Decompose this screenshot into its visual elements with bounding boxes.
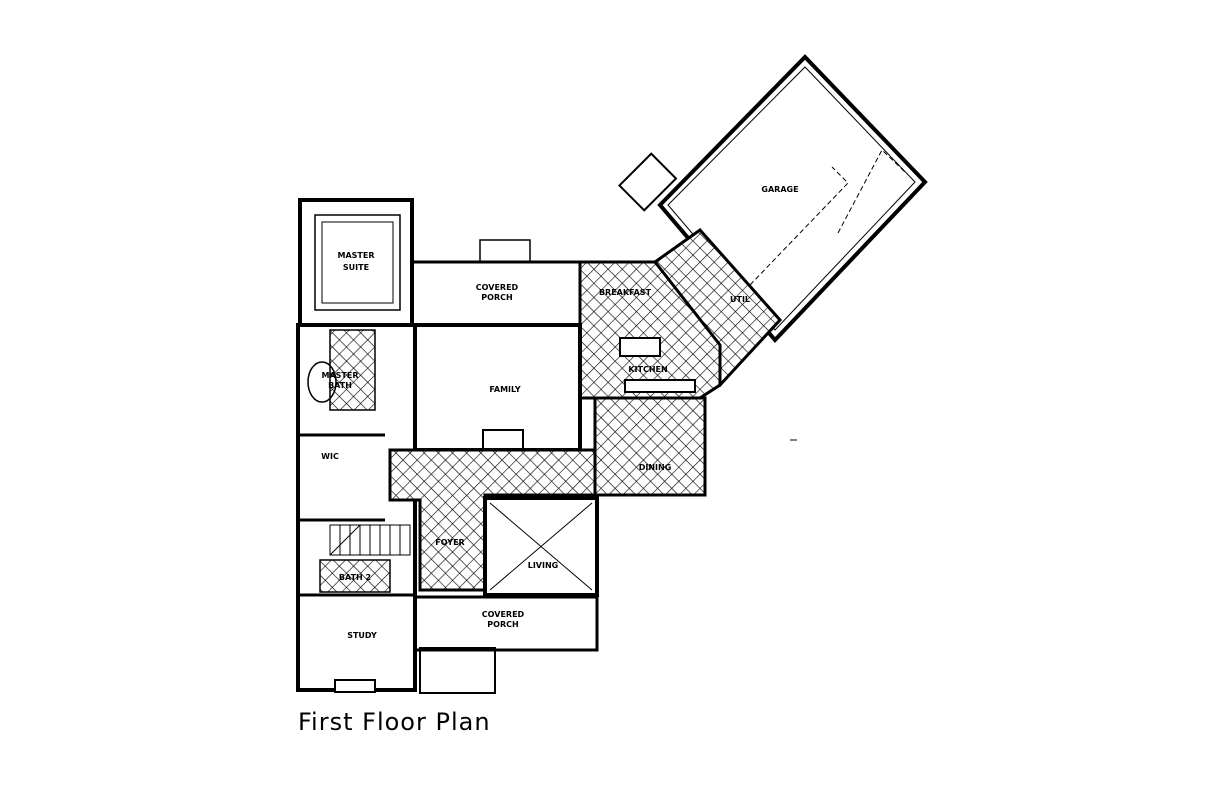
label-master-suite-2: SUITE bbox=[343, 263, 369, 272]
stairs bbox=[329, 524, 411, 556]
covered-porch-front bbox=[413, 595, 599, 652]
label-porch-rear-2: PORCH bbox=[481, 293, 512, 302]
room-labels: MASTER SUITE COVERED PORCH FAMILY BREAKF… bbox=[321, 185, 798, 640]
label-family: FAMILY bbox=[489, 385, 521, 394]
gallery-hall bbox=[388, 448, 597, 592]
label-master-bath-2: BATH bbox=[328, 381, 352, 390]
label-porch-front-2: PORCH bbox=[487, 620, 518, 629]
label-garage: GARAGE bbox=[761, 185, 798, 194]
master-bath bbox=[329, 329, 376, 411]
label-master-bath-1: MASTER bbox=[322, 371, 359, 380]
label-wic: WIC bbox=[321, 452, 339, 461]
bath-2 bbox=[319, 559, 391, 593]
label-utility: UTIL bbox=[730, 295, 750, 304]
plan-title: First Floor Plan bbox=[298, 708, 491, 736]
label-kitchen: KITCHEN bbox=[628, 365, 667, 374]
label-porch-rear-1: COVERED bbox=[476, 283, 519, 292]
label-foyer: FOYER bbox=[435, 538, 464, 547]
label-study: STUDY bbox=[347, 631, 377, 640]
porch-steps bbox=[479, 239, 531, 263]
label-breakfast: BREAKFAST bbox=[599, 288, 652, 297]
label-bath-2: BATH 2 bbox=[339, 573, 371, 582]
front-door bbox=[334, 679, 376, 693]
living-room bbox=[483, 496, 599, 597]
label-dining: DINING bbox=[639, 463, 672, 472]
kitchen-counter bbox=[624, 379, 696, 393]
label-living: LIVING bbox=[528, 561, 559, 570]
label-master-suite-1: MASTER bbox=[338, 251, 375, 260]
dining-room bbox=[593, 396, 707, 497]
label-porch-front-1: COVERED bbox=[482, 610, 525, 619]
kitchen-island bbox=[619, 337, 661, 357]
